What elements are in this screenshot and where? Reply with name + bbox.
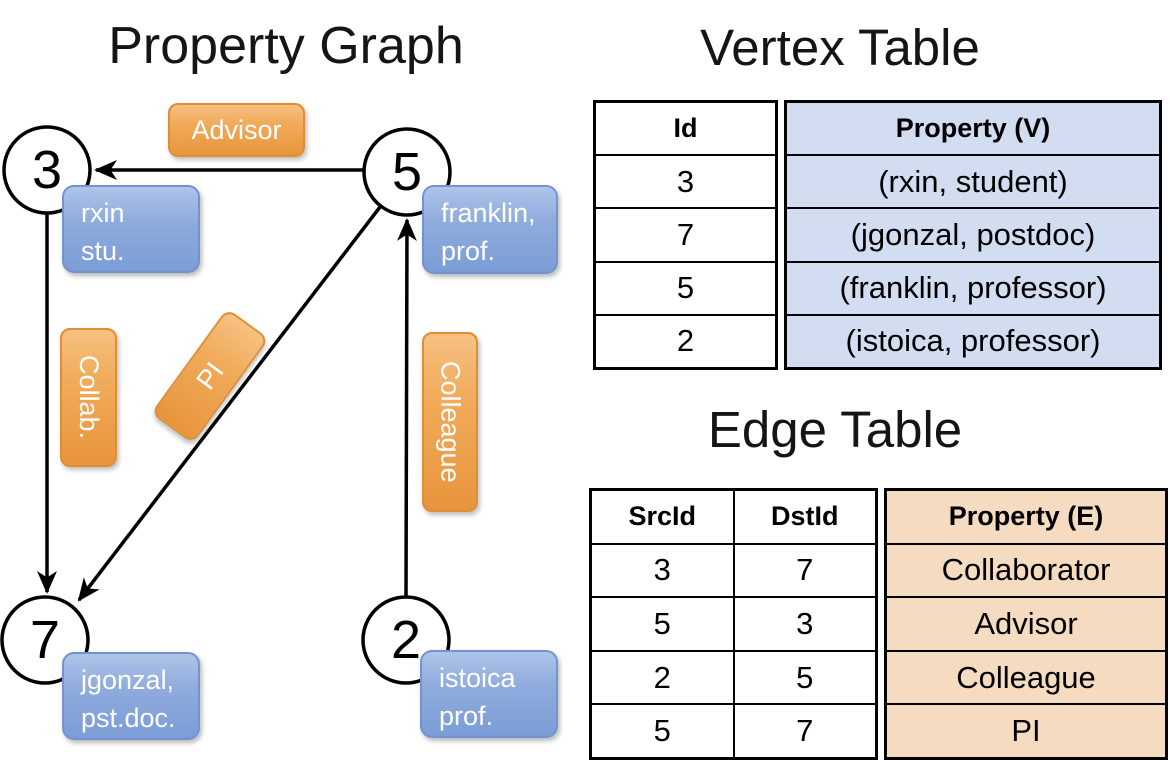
page-title-property-graph: Property Graph: [108, 17, 464, 75]
edge-dstid-cell: 7: [796, 713, 814, 749]
page-title-edge-table: Edge Table: [707, 401, 963, 458]
edge-dstid-cell: 7: [734, 545, 875, 599]
node-label-line: jgonzal,: [81, 665, 175, 695]
vertex-property-cell: (franklin, professor): [787, 263, 1159, 316]
node-label-rxin: rxin stu.: [62, 185, 200, 273]
node-label-line: istoica: [439, 663, 516, 693]
vertex-table-id-column: Id 3 7 5 2: [593, 100, 778, 370]
page-title-vertex-table: Vertex Table: [700, 19, 980, 76]
edge-table-header-property: Property (E): [887, 491, 1165, 545]
edge-table-id-columns: SrcId 3 5 2 5 DstId 7 3 5 7: [589, 488, 878, 760]
node-label-line: franklin,: [441, 198, 536, 228]
node-label-line: rxin: [81, 198, 125, 228]
edge-line-pi-5-to-7: [77, 205, 382, 602]
edge-dstid-cell: 5: [734, 652, 875, 706]
edge-label-advisor: Advisor: [168, 103, 305, 157]
edge-table-dstid-column: DstId 7 3 5 7: [734, 491, 875, 757]
edge-label-collab: Collab.: [60, 328, 117, 467]
vertex-id-cell: 7: [596, 209, 775, 263]
vertex-table-header-property: Property (V): [787, 103, 1159, 157]
edge-line-colleague-2-to-5: [396, 218, 417, 597]
node-label-line: pst.doc.: [81, 703, 176, 734]
edge-dstid-cell: 3: [734, 598, 875, 652]
edge-table-header-srcid: SrcId: [592, 491, 733, 545]
node-label-line: prof.: [441, 236, 496, 267]
node-number-7: 7: [29, 610, 61, 670]
vertex-property-cell: (jgonzal, postdoc): [787, 209, 1159, 263]
vertex-property-cell: (istoica, professor): [845, 323, 1101, 359]
edge-table-srcid-column: SrcId 3 5 2 5: [592, 491, 735, 757]
node-label-istoica: istoica prof.: [420, 650, 558, 738]
node-label-franklin: franklin, prof.: [422, 185, 558, 274]
node-label-jgonzal: jgonzal, pst.doc.: [62, 652, 200, 740]
node-number-3: 3: [31, 140, 63, 200]
node-number-2: 2: [390, 610, 422, 670]
vertex-id-cell: 5: [596, 263, 775, 316]
vertex-table-property-column: Property (V) (rxin, student) (jgonzal, p…: [784, 100, 1162, 370]
vertex-id-cell: 3: [596, 156, 775, 210]
edge-property-cell: Colleague: [887, 652, 1165, 706]
node-label-line: stu.: [81, 236, 125, 267]
node-number-5: 5: [391, 142, 423, 202]
edge-property-cell: Advisor: [887, 598, 1165, 652]
edge-srcid-cell: 2: [592, 652, 733, 706]
edge-table-header-dstid: DstId: [734, 491, 875, 545]
edge-property-cell: PI: [1011, 713, 1041, 749]
edge-label-pi-text: PI: [189, 356, 230, 395]
edge-srcid-cell: 3: [592, 545, 733, 599]
edge-srcid-cell: 5: [592, 598, 733, 652]
edge-table-property-column: Property (E) Collaborator Advisor Collea…: [884, 488, 1168, 760]
vertex-id-cell: 2: [676, 323, 695, 359]
edge-property-cell: Collaborator: [887, 545, 1165, 599]
edge-srcid-cell: 5: [653, 713, 671, 749]
vertex-property-cell: (rxin, student): [787, 156, 1159, 210]
vertex-table-header-id: Id: [596, 103, 775, 157]
node-label-line: prof.: [439, 701, 494, 732]
edge-label-colleague: Colleague: [422, 332, 478, 512]
